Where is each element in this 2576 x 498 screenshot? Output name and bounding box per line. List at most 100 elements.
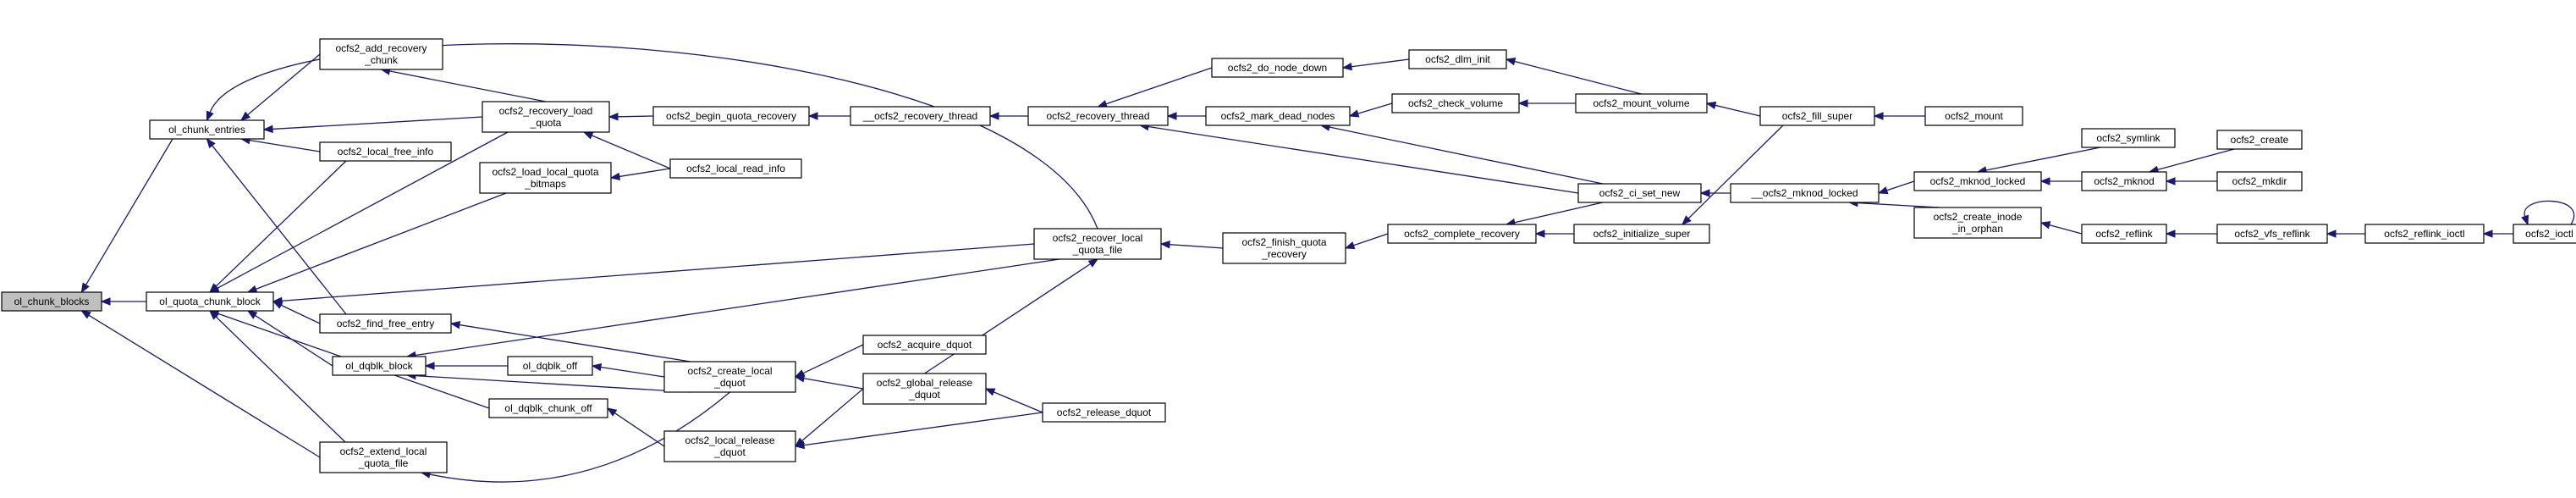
- edge-ocfs2_acquire_dquot-to-ocfs2_create_local_dquot: [794, 344, 864, 378]
- node-ocfs2_load_local_quota_bitmaps[interactable]: ocfs2_load_local_quota_bitmaps: [479, 162, 612, 194]
- edge-arrowhead: [984, 388, 996, 396]
- node-ocfs2_check_volume[interactable]: ocfs2_check_volume: [1391, 93, 1520, 113]
- edge-arrowhead: [1505, 58, 1516, 66]
- node-ol_dqblk_chunk_off[interactable]: ol_dqblk_chunk_off: [488, 398, 608, 418]
- node-ocfs2_release_dquot[interactable]: ocfs2_release_dquot: [1042, 402, 1166, 423]
- call-graph-nodes: ol_chunk_blocks ol_chunk_entries ol_quota_…: [1, 38, 2576, 473]
- node-ocfs2_vfs_reflink[interactable]: ocfs2_vfs_reflink: [2216, 224, 2328, 244]
- node-ocfs2_global_release_dquot[interactable]: ocfs2_global_release_dquot: [862, 373, 987, 405]
- node-ocfs2_mknod_locked[interactable]: ocfs2_mknod_locked: [1913, 171, 2042, 191]
- edge-arrowhead: [1517, 99, 1528, 108]
- edge-ocfs2_reflink-to-ocfs2_create_inode_in_orphan: [2039, 221, 2083, 235]
- node-ocfs2_ci_set_new[interactable]: ocfs2_ci_set_new: [1577, 183, 1702, 203]
- edge-ocfs2_complete_recovery-to-ocfs2_finish_quota_recovery: [1344, 233, 1389, 250]
- edge-line: [801, 388, 864, 442]
- edge-ocfs2_recover_local_quota_file-to-ol_quota_chunk_block: [272, 243, 1035, 305]
- node-ocfs2_initialize_super[interactable]: ocfs2_initialize_super: [1573, 224, 1710, 244]
- node-label: ocfs2_global_release: [877, 377, 973, 389]
- node-ocfs2_mount_volume[interactable]: ocfs2_mount_volume: [1575, 93, 1708, 113]
- node-ol_dqblk_block[interactable]: ol_dqblk_block: [332, 356, 427, 376]
- node-label: ocfs2_local_read_info: [686, 163, 785, 174]
- node-ocfs2_recovery_thread[interactable]: ocfs2_recovery_thread: [1027, 106, 1169, 126]
- node-ocfs2_mount[interactable]: ocfs2_mount: [1924, 106, 2023, 126]
- edge-ocfs2_ci_set_new-to-ocfs2_complete_recovery: [1505, 202, 1604, 227]
- node-ocfs2_add_recovery_chunk[interactable]: ocfs2_add_recovery_chunk: [319, 38, 443, 70]
- edge-line: [1857, 202, 1940, 208]
- node-ocfs2_local_release_dquot[interactable]: ocfs2_local_release_dquot: [663, 430, 796, 462]
- edge-line: [600, 366, 665, 378]
- node-label: ol_dqblk_chunk_off: [504, 402, 592, 414]
- node-box: [1205, 106, 1351, 126]
- node-ocfs2_finish_quota_recovery[interactable]: ocfs2_finish_quota_recovery: [1222, 232, 1346, 264]
- edge-ocfs2_extend_local_quota_file-to-ol_chunk_blocks: [80, 310, 321, 458]
- node-ocfs2_create_local_dquot[interactable]: ocfs2_create_local_dquot: [663, 361, 796, 393]
- node-label: ocfs2_recovery_load: [499, 105, 593, 117]
- edge-arrowhead: [246, 310, 258, 319]
- node-ocfs2_symlink[interactable]: ocfs2_symlink: [2081, 128, 2176, 148]
- node-label: ocfs2_local_release: [685, 434, 774, 446]
- node-box: [663, 430, 796, 462]
- node-ocfs2_create[interactable]: ocfs2_create: [2216, 130, 2303, 150]
- node-ocfs2_acquire_dquot[interactable]: ocfs2_acquire_dquot: [862, 335, 987, 355]
- node-box: [2081, 171, 2167, 191]
- node-ocfs2_fill_super[interactable]: ocfs2_fill_super: [1759, 106, 1875, 126]
- node-label: ocfs2_reflink_ioctl: [2384, 228, 2464, 240]
- node-ocfs2_begin_quota_recovery[interactable]: ocfs2_begin_quota_recovery: [652, 106, 810, 126]
- node-ocfs2_reflink_ioctl[interactable]: ocfs2_reflink_ioctl: [2364, 224, 2485, 244]
- edge-line: [215, 160, 347, 287]
- edge-ocfs2_create_local_dquot-to-ol_dqblk_off: [591, 362, 665, 378]
- node-box: [2216, 130, 2303, 150]
- edge-arrowhead: [2326, 230, 2337, 238]
- node-ocfs2_mkdir[interactable]: ocfs2_mkdir: [2216, 171, 2303, 191]
- node-__ocfs2_recovery_thread[interactable]: __ocfs2_recovery_thread: [850, 106, 991, 126]
- node-ocfs2_mark_dead_nodes[interactable]: ocfs2_mark_dead_nodes: [1205, 106, 1351, 126]
- node-box: [1573, 224, 1710, 244]
- node-ocfs2_recover_local_quota_file[interactable]: ocfs2_recover_local_quota_file: [1033, 228, 1162, 260]
- edge-ocfs2_global_release_dquot-to-ocfs2_create_local_dquot: [794, 374, 864, 390]
- edge-arrowhead: [794, 374, 806, 383]
- node-box: [2216, 224, 2328, 244]
- edge-arrowhead: [2039, 221, 2051, 230]
- edge-ocfs2_mount_volume-to-ocfs2_check_volume: [1517, 99, 1576, 108]
- node-ol_quota_chunk_block[interactable]: ol_quota_chunk_block: [146, 291, 274, 312]
- node-ocfs2_find_free_entry[interactable]: ocfs2_find_free_entry: [319, 313, 452, 334]
- edge-line: [217, 131, 509, 289]
- node-ocfs2_complete_recovery[interactable]: ocfs2_complete_recovery: [1387, 224, 1537, 244]
- node-ol_dqblk_off[interactable]: ol_dqblk_off: [507, 356, 593, 376]
- edge-line: [280, 304, 321, 324]
- node-label: ocfs2_mount: [1945, 110, 2003, 122]
- edge-line: [2524, 200, 2574, 225]
- node-__ocfs2_mknod_locked[interactable]: __ocfs2_mknod_locked: [1730, 183, 1880, 203]
- edge-ocfs2_create-to-ocfs2_mknod: [2148, 148, 2235, 174]
- edge-arrowhead: [988, 112, 999, 120]
- node-box: [1042, 402, 1166, 423]
- node-ol_chunk_entries[interactable]: ol_chunk_entries: [149, 119, 265, 140]
- node-ocfs2_extend_local_quota_file[interactable]: ocfs2_extend_local_quota_file: [319, 441, 448, 473]
- node-box: [1387, 224, 1537, 244]
- node-label: ocfs2_mount_volume: [1593, 97, 1689, 109]
- node-ocfs2_local_free_info[interactable]: ocfs2_local_free_info: [319, 141, 452, 162]
- edge-line: [1357, 102, 1393, 114]
- node-box: [2513, 224, 2576, 244]
- edge-arrowhead: [1705, 101, 1717, 110]
- node-label: ol_chunk_entries: [168, 124, 245, 136]
- node-ocfs2_reflink[interactable]: ocfs2_reflink: [2081, 224, 2167, 244]
- node-ocfs2_local_read_info[interactable]: ocfs2_local_read_info: [669, 158, 802, 179]
- edge-ocfs2_mknod_locked-to-__ocfs2_mknod_locked: [1877, 180, 1915, 195]
- node-box: [319, 441, 448, 473]
- node-ocfs2_do_node_down[interactable]: ocfs2_do_node_down: [1211, 58, 1344, 78]
- node-ocfs2_create_inode_in_orphan[interactable]: ocfs2_create_inode_in_orphan: [1913, 207, 2042, 239]
- edge-ocfs2_symlink-to-ocfs2_mknod_locked: [1976, 147, 2101, 174]
- node-label: ol_dqblk_off: [523, 360, 578, 372]
- node-box: [1575, 93, 1708, 113]
- node-ocfs2_ioctl[interactable]: ocfs2_ioctl: [2513, 224, 2576, 244]
- node-box: [319, 313, 452, 334]
- edge-line: [215, 316, 346, 443]
- node-ol_chunk_blocks[interactable]: ol_chunk_blocks: [1, 291, 102, 312]
- node-ocfs2_dlm_init[interactable]: ocfs2_dlm_init: [1408, 49, 1507, 69]
- node-ocfs2_mknod[interactable]: ocfs2_mknod: [2081, 171, 2167, 191]
- node-ocfs2_recovery_load_quota[interactable]: ocfs2_recovery_load_quota: [482, 101, 610, 133]
- edge-ocfs2_fill_super-to-ocfs2_mount_volume: [1705, 101, 1761, 117]
- node-label: __ocfs2_mknod_locked: [1750, 187, 1858, 199]
- node-label: ocfs2_release_dquot: [1057, 407, 1152, 418]
